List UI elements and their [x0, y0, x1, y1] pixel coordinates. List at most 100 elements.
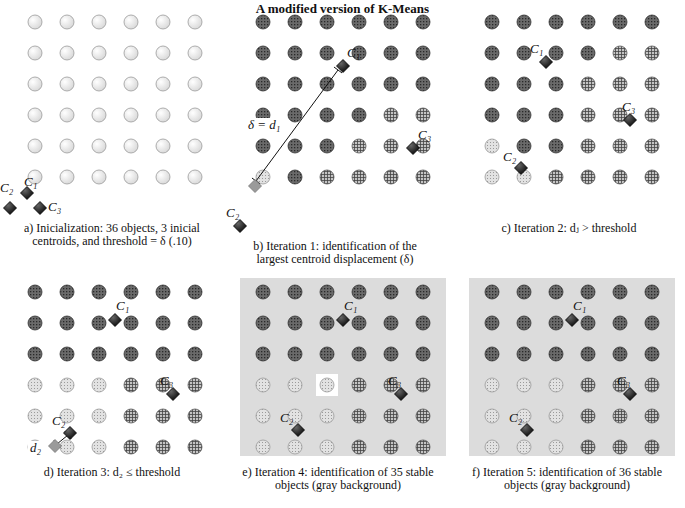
- data-object: [188, 15, 202, 29]
- data-object: [92, 15, 106, 29]
- data-object: [581, 316, 595, 330]
- data-object: [288, 316, 302, 330]
- data-object: [416, 347, 430, 361]
- data-object: [645, 77, 659, 91]
- data-object: [256, 77, 270, 91]
- data-object: [517, 440, 531, 454]
- data-object: [320, 409, 334, 423]
- centroid-diamond: [167, 388, 180, 401]
- unstable-object-patch: [316, 374, 338, 396]
- data-object: [384, 285, 398, 299]
- data-object: [124, 378, 138, 392]
- data-object: [288, 139, 302, 153]
- data-object: [645, 108, 659, 122]
- data-object: [645, 139, 659, 153]
- data-object: [320, 440, 334, 454]
- data-object: [188, 46, 202, 60]
- data-object: [156, 108, 170, 122]
- centroid-diamond: [292, 424, 305, 437]
- data-object: [581, 409, 595, 423]
- data-object: [416, 15, 430, 29]
- data-object: [320, 46, 334, 60]
- data-object: [60, 378, 74, 392]
- centroid-label: C₂: [226, 206, 239, 220]
- data-object: [188, 108, 202, 122]
- data-object: [384, 139, 398, 153]
- data-object: [124, 46, 138, 60]
- data-object: [124, 347, 138, 361]
- data-object: [92, 285, 106, 299]
- centroid-diamond: [624, 114, 637, 127]
- data-object: [613, 285, 627, 299]
- data-object: [92, 440, 106, 454]
- data-object: [613, 170, 627, 184]
- panel-caption: b) Iteration 1: identification of the la…: [237, 240, 433, 266]
- data-object: [256, 15, 270, 29]
- data-object: [517, 285, 531, 299]
- data-object: [188, 316, 202, 330]
- centroid-diamond: [4, 202, 17, 215]
- centroid-label: C₁: [573, 299, 586, 313]
- data-object: [581, 139, 595, 153]
- data-object: [288, 46, 302, 60]
- distance-label: d₂: [28, 441, 43, 455]
- data-object: [288, 170, 302, 184]
- data-object: [256, 46, 270, 60]
- data-object: [124, 440, 138, 454]
- data-object: [92, 409, 106, 423]
- data-object: [549, 285, 563, 299]
- data-object: [485, 77, 499, 91]
- data-object: [320, 77, 334, 91]
- data-object: [320, 285, 334, 299]
- data-object: [60, 77, 74, 91]
- data-object: [288, 378, 302, 392]
- data-object: [581, 347, 595, 361]
- centroid-label: C₂: [280, 411, 293, 425]
- data-object: [320, 108, 334, 122]
- data-object: [485, 409, 499, 423]
- data-object: [188, 440, 202, 454]
- data-object: [60, 316, 74, 330]
- data-object: [156, 347, 170, 361]
- data-object: [352, 347, 366, 361]
- centroid-label: C₃: [622, 100, 635, 114]
- data-object: [581, 108, 595, 122]
- centroid-diamond: [515, 162, 528, 175]
- data-object: [188, 139, 202, 153]
- data-object: [549, 77, 563, 91]
- data-object: [288, 347, 302, 361]
- data-object: [256, 378, 270, 392]
- panel-caption: c) Iteration 2: dⱼ > threshold: [471, 222, 667, 235]
- centroid-label: C₂: [52, 414, 65, 428]
- data-object: [28, 15, 42, 29]
- data-object: [645, 409, 659, 423]
- data-object: [517, 347, 531, 361]
- data-object: [485, 170, 499, 184]
- data-object: [188, 409, 202, 423]
- data-object: [28, 316, 42, 330]
- data-object: [352, 108, 366, 122]
- data-object: [645, 347, 659, 361]
- centroid-label: C₁: [344, 299, 357, 313]
- data-object: [549, 108, 563, 122]
- data-object: [320, 347, 334, 361]
- data-object: [92, 108, 106, 122]
- data-object: [92, 347, 106, 361]
- data-object: [645, 378, 659, 392]
- data-object: [416, 108, 430, 122]
- data-object: [352, 139, 366, 153]
- data-object: [549, 409, 563, 423]
- data-object: [384, 46, 398, 60]
- data-object: [581, 46, 595, 60]
- data-object: [485, 347, 499, 361]
- data-object: [517, 77, 531, 91]
- centroid-label: C₁: [24, 175, 37, 189]
- data-object: [517, 139, 531, 153]
- data-object: [320, 378, 334, 392]
- data-object: [645, 440, 659, 454]
- data-object: [288, 77, 302, 91]
- data-object: [188, 378, 202, 392]
- centroid-label: C₃: [388, 374, 401, 388]
- data-object: [28, 139, 42, 153]
- data-object: [384, 15, 398, 29]
